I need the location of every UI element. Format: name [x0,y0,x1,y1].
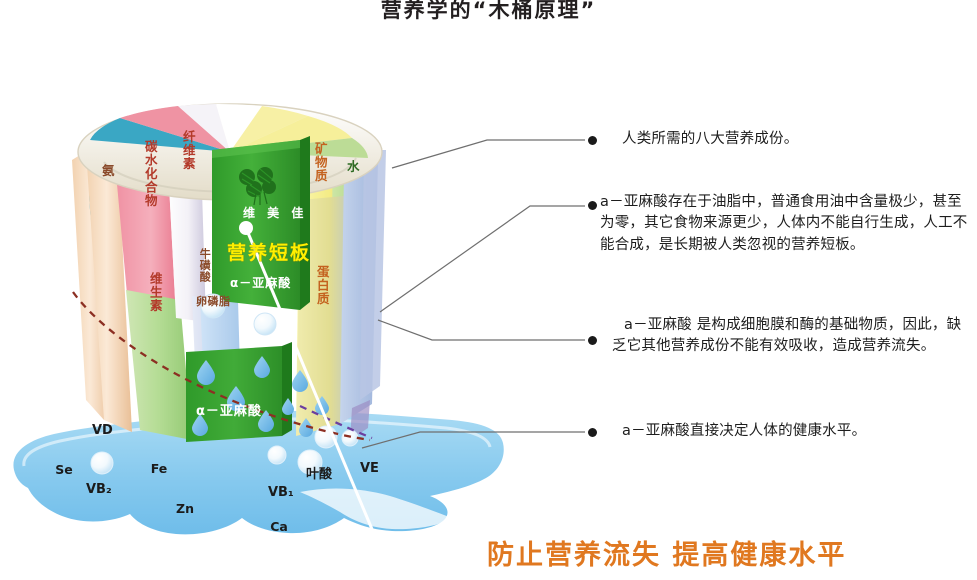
page-title: 营养学的“木桶原理” [380,0,597,22]
bottom-slogan: 防止营养流失 提高健康水平 [487,540,847,571]
short-board-pointer [244,227,376,535]
callout-2-bullet [588,201,597,210]
callout-4-text: a－亚麻酸直接决定人体的健康水平。 [622,423,867,439]
callout-3-text: a－亚麻酸 是构成细胞膜和酶的基础物质，因此，缺乏它其他营养成份不能有效吸收，造… [612,317,962,355]
clover-leaf-icon [239,167,276,206]
callout-leader-lines [361,139,585,449]
nutrient-pool [13,410,504,535]
short-board-pointer-dot [239,221,253,235]
water-drop-icon [192,356,274,436]
callout-1-text: 人类所需的八大营养成份。 [622,131,799,147]
callout-2-text: a－亚麻酸存在于油脂中，普通食用油中含量极少，甚至为零，其它食物来源更少，人体内… [600,194,968,253]
callout-1-bullet [588,136,597,145]
callout-4-bullet [588,428,597,437]
water-level-line [72,291,371,442]
green-highlight-panel [212,136,310,310]
falling-drops [282,370,329,437]
green-lower-panel [186,342,292,442]
callout-3-bullet [588,336,597,345]
